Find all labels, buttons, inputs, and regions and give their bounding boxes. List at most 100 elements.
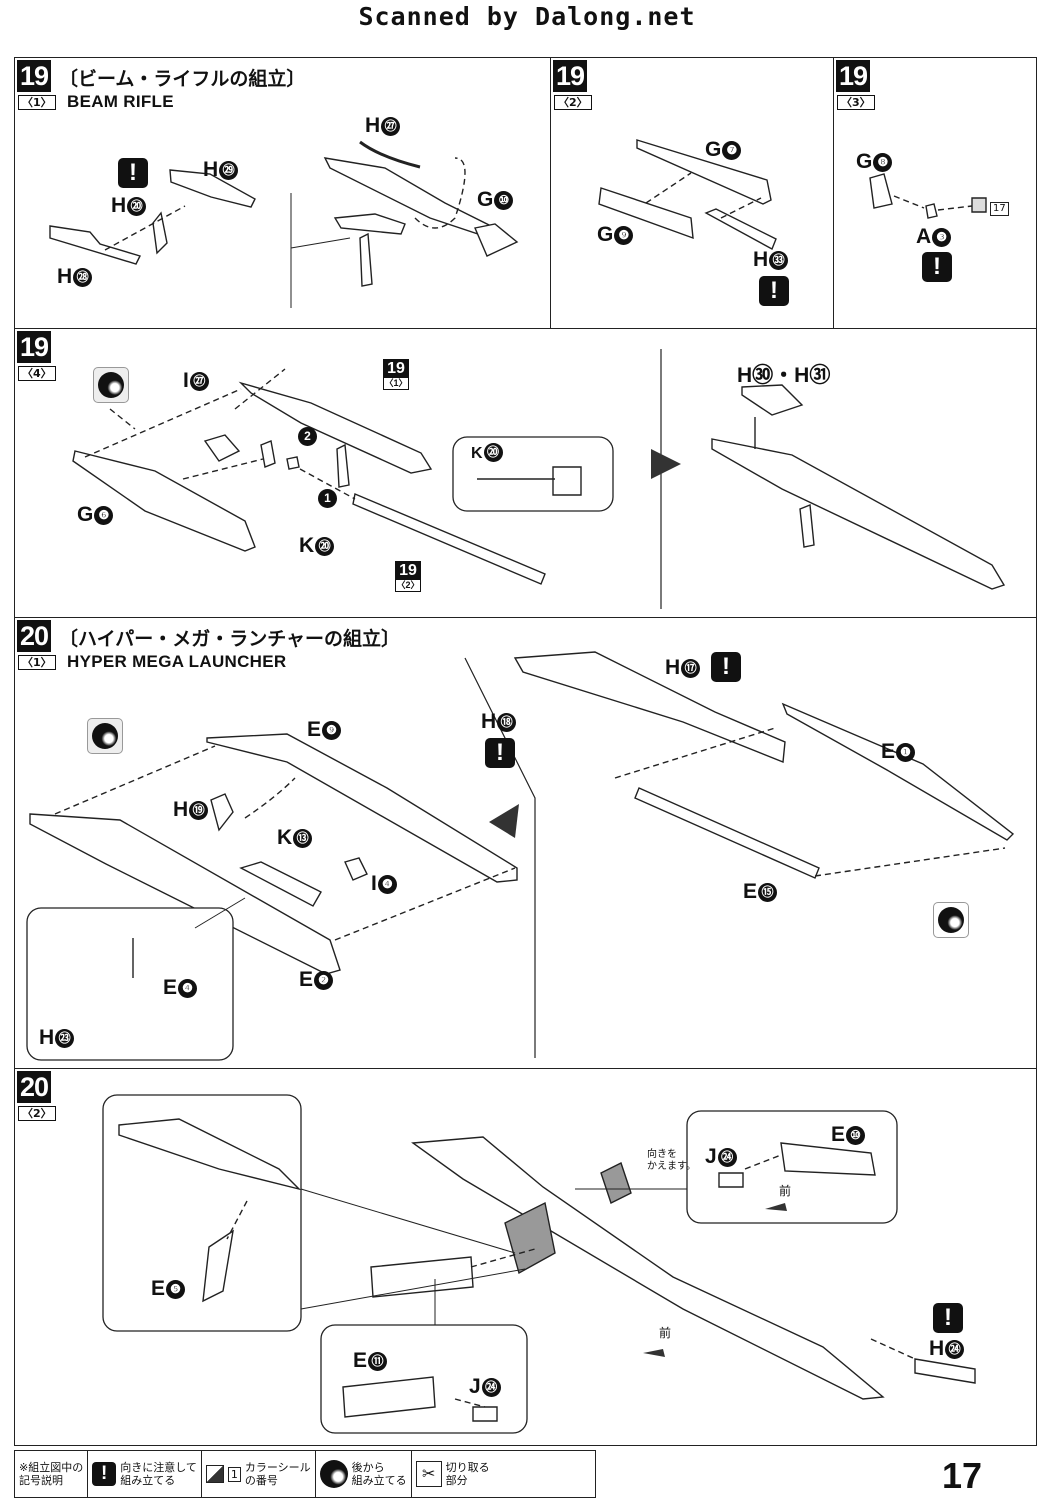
legend-assemble-later-text: 後から 組み立てる bbox=[351, 1461, 407, 1487]
part-letter: H bbox=[665, 656, 681, 679]
substep-label: 〈1〉 bbox=[18, 95, 56, 110]
part-letter: H bbox=[753, 248, 769, 271]
part-letter: H bbox=[481, 710, 497, 733]
legend-sticker-text: カラーシール の番号 bbox=[244, 1461, 311, 1487]
part-number: ❹ bbox=[178, 979, 198, 998]
part-number: ❾ bbox=[322, 721, 342, 740]
step-number: 19 bbox=[836, 60, 871, 92]
part-number: ㉔ bbox=[481, 1378, 501, 1397]
part-letter: J bbox=[469, 1375, 481, 1398]
part-number: ❸ bbox=[932, 228, 952, 247]
part-number: ⑪ bbox=[368, 1352, 388, 1371]
part-number: ❺ bbox=[166, 1280, 186, 1299]
part-letter: E bbox=[881, 740, 896, 763]
part-letter: E bbox=[307, 718, 322, 741]
part-letter: H bbox=[173, 798, 189, 821]
legend-cut-text: 切り取る 部分 bbox=[445, 1461, 490, 1487]
sight-parts-illustration bbox=[869, 173, 987, 219]
step-ref-19-2: 19〈2〉 bbox=[395, 561, 421, 592]
substep-label: 〈1〉 bbox=[18, 655, 56, 670]
direction-front-label: 前 bbox=[779, 1184, 792, 1198]
part-letter: E bbox=[151, 1277, 166, 1300]
step-number: 19 bbox=[17, 60, 52, 92]
assemble-later-icon bbox=[87, 718, 123, 754]
part-number: ⑩ bbox=[494, 191, 514, 210]
substep-label: 〈2〉 bbox=[18, 1106, 56, 1121]
part-number: ⑲ bbox=[189, 801, 209, 820]
part-number: ⑳ bbox=[127, 197, 147, 216]
part-letter: G bbox=[856, 150, 873, 173]
part-number: ❽ bbox=[873, 153, 893, 172]
part-letter: E bbox=[831, 1123, 846, 1146]
part-letter: E bbox=[353, 1349, 368, 1372]
part-letter: H bbox=[39, 1026, 55, 1049]
sticker-number: 1 bbox=[227, 1466, 241, 1482]
step-number: 20 bbox=[17, 620, 52, 652]
part-letter: G bbox=[77, 503, 94, 526]
turn-note: 向きを かえます。 bbox=[647, 1149, 696, 1172]
part-letter: K bbox=[277, 826, 293, 849]
order-number: 2 bbox=[298, 427, 317, 446]
ref-sub: 〈2〉 bbox=[396, 580, 420, 590]
part-letter: E bbox=[163, 976, 178, 999]
caution-icon: ! bbox=[933, 1303, 963, 1333]
order-number: 1 bbox=[318, 489, 337, 508]
part-number: ㉗ bbox=[381, 117, 401, 136]
step-title-jp: 〔ビーム・ライフルの組立〕 bbox=[59, 68, 306, 90]
part-number: ⑩ bbox=[846, 1126, 866, 1145]
part-letter: I bbox=[183, 369, 189, 392]
part-letter: K bbox=[471, 445, 483, 462]
part-letter: E bbox=[299, 968, 314, 991]
part-number: ❹ bbox=[377, 875, 397, 894]
caution-icon: ! bbox=[922, 252, 952, 282]
part-number: ㉘ bbox=[73, 268, 93, 287]
symbol-legend: ※組立図中の 記号説明 ! 向きに注意して 組み立てる 1 カラーシール の番号… bbox=[14, 1450, 596, 1498]
launcher-final-assembly-illustration bbox=[102, 1094, 976, 1434]
legend-caution: ! 向きに注意して 組み立てる bbox=[88, 1451, 202, 1497]
part-number: ⑱ bbox=[497, 713, 517, 732]
cut-icon: ✂ bbox=[415, 1461, 442, 1487]
part-number: ❶ bbox=[896, 743, 916, 762]
direction-front-label: 前 bbox=[659, 1326, 672, 1340]
part-letter: E bbox=[743, 880, 758, 903]
sticker-number: 17 bbox=[990, 202, 1009, 216]
rifle-barrel-illustration bbox=[598, 139, 777, 250]
panel-20-1: 20 〈1〉 〔ハイパー・メガ・ランチャーの組立〕 HYPER MEGA LAU… bbox=[14, 617, 1037, 1069]
step-ref-19-1: 19〈1〉 bbox=[383, 359, 409, 390]
part-letter: H bbox=[203, 158, 219, 181]
part-letter: H bbox=[929, 1337, 945, 1360]
part-number: ㉝ bbox=[769, 251, 789, 270]
part-letter: K bbox=[299, 534, 315, 557]
caution-icon: ! bbox=[485, 738, 515, 768]
part-number: ❾ bbox=[614, 226, 634, 245]
step-title-en: BEAM RIFLE bbox=[67, 92, 174, 111]
substep-label: 〈3〉 bbox=[837, 95, 875, 110]
page-number: 17 bbox=[941, 1455, 982, 1496]
part-letter: J bbox=[705, 1145, 717, 1168]
part-letter: H bbox=[57, 265, 73, 288]
caution-icon: ! bbox=[118, 158, 148, 188]
step-title-jp: 〔ハイパー・メガ・ランチャーの組立〕 bbox=[59, 628, 401, 650]
caution-icon: ! bbox=[711, 652, 741, 682]
beam-rifle-parts-illustration bbox=[49, 140, 519, 308]
substep-label: 〈2〉 bbox=[554, 95, 592, 110]
